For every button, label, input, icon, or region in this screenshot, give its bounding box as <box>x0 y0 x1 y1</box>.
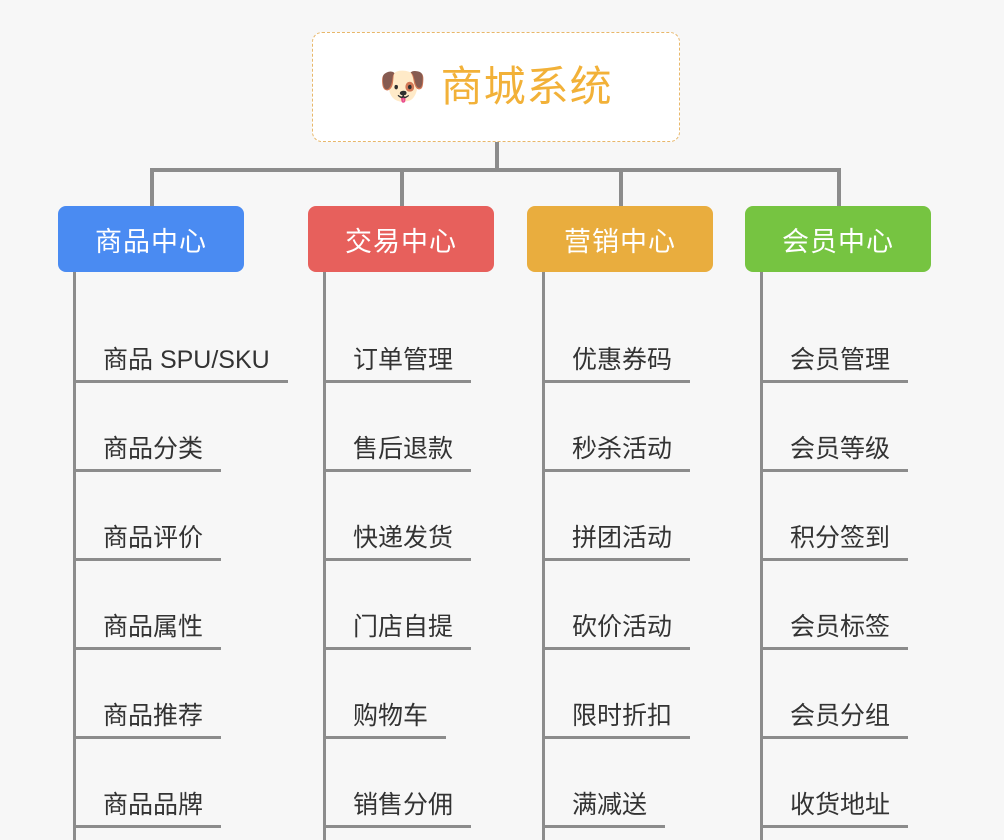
root-node-mall-system[interactable]: 🐶 商城系统 <box>312 32 680 142</box>
list-item-label: 商品品牌 <box>73 791 222 828</box>
item-list-member-center: 会员管理 会员等级 积分签到 会员标签 会员分组 收货地址 <box>745 272 965 840</box>
category-label: 交易中心 <box>345 226 457 257</box>
list-item[interactable]: 秒杀活动 <box>527 383 747 472</box>
list-item[interactable]: 会员等级 <box>745 383 965 472</box>
list-item-label: 积分签到 <box>760 524 909 561</box>
list-item-label: 秒杀活动 <box>542 435 691 472</box>
list-item[interactable]: 商品品牌 <box>58 739 308 828</box>
list-item-label: 商品评价 <box>73 524 222 561</box>
list-item[interactable]: 拼团活动 <box>527 472 747 561</box>
category-header-marketing-center[interactable]: 营销中心 <box>527 206 713 272</box>
list-item-label: 满减送 <box>542 791 666 828</box>
connector-horizontal-bus <box>150 168 840 172</box>
column-spine <box>73 272 76 840</box>
column-member-center: 会员中心 会员管理 会员等级 积分签到 会员标签 会员分组 收货地址 <box>745 206 965 840</box>
list-item[interactable]: 优惠券码 <box>527 294 747 383</box>
column-spine <box>760 272 763 840</box>
item-list-trade-center: 订单管理 售后退款 快递发货 门店自提 购物车 销售分佣 <box>308 272 528 840</box>
category-label: 营销中心 <box>564 226 676 257</box>
list-item-label: 商品 SPU/SKU <box>73 346 288 383</box>
list-item-label: 售后退款 <box>323 435 472 472</box>
list-item[interactable]: 商品推荐 <box>58 650 308 739</box>
column-marketing-center: 营销中心 优惠券码 秒杀活动 拼团活动 砍价活动 限时折扣 满减送 <box>527 206 747 840</box>
list-item-label: 门店自提 <box>323 613 472 650</box>
list-item[interactable]: 会员分组 <box>745 650 965 739</box>
list-item[interactable]: 售后退款 <box>308 383 528 472</box>
list-item[interactable]: 满减送 <box>527 739 747 828</box>
list-item-label: 会员管理 <box>760 346 909 383</box>
connector-drop-marketing-center <box>619 168 623 208</box>
list-item-label: 限时折扣 <box>542 702 691 739</box>
list-item-label: 优惠券码 <box>542 346 691 383</box>
list-item[interactable]: 商品属性 <box>58 561 308 650</box>
dog-face-icon: 🐶 <box>379 66 427 108</box>
connector-drop-product-center <box>150 168 154 208</box>
category-label: 商品中心 <box>95 226 207 257</box>
list-item-label: 会员等级 <box>760 435 909 472</box>
category-header-trade-center[interactable]: 交易中心 <box>308 206 494 272</box>
list-item-label: 快递发货 <box>323 524 472 561</box>
root-node-title: 商城系统 <box>440 63 613 110</box>
list-item[interactable]: 收货地址 <box>745 739 965 828</box>
category-header-product-center[interactable]: 商品中心 <box>58 206 244 272</box>
list-item[interactable]: 商品评价 <box>58 472 308 561</box>
connector-drop-member-center <box>837 168 841 208</box>
connector-drop-trade-center <box>400 168 404 208</box>
item-list-product-center: 商品 SPU/SKU 商品分类 商品评价 商品属性 商品推荐 商品品牌 <box>58 272 308 840</box>
category-header-member-center[interactable]: 会员中心 <box>745 206 931 272</box>
column-spine <box>323 272 326 840</box>
list-item-label: 销售分佣 <box>323 791 472 828</box>
list-item-label: 收货地址 <box>760 791 909 828</box>
list-item-label: 商品分类 <box>73 435 222 472</box>
list-item-label: 砍价活动 <box>542 613 691 650</box>
list-item[interactable]: 购物车 <box>308 650 528 739</box>
column-trade-center: 交易中心 订单管理 售后退款 快递发货 门店自提 购物车 销售分佣 <box>308 206 528 840</box>
list-item[interactable]: 门店自提 <box>308 561 528 650</box>
list-item[interactable]: 限时折扣 <box>527 650 747 739</box>
column-product-center: 商品中心 商品 SPU/SKU 商品分类 商品评价 商品属性 商品推荐 商品品牌 <box>58 206 308 840</box>
list-item[interactable]: 销售分佣 <box>308 739 528 828</box>
list-item-label: 商品推荐 <box>73 702 222 739</box>
list-item[interactable]: 积分签到 <box>745 472 965 561</box>
list-item-label: 拼团活动 <box>542 524 691 561</box>
list-item-label: 商品属性 <box>73 613 222 650</box>
list-item[interactable]: 砍价活动 <box>527 561 747 650</box>
list-item[interactable]: 会员管理 <box>745 294 965 383</box>
list-item[interactable]: 商品分类 <box>58 383 308 472</box>
list-item-label: 订单管理 <box>323 346 472 383</box>
list-item-label: 会员分组 <box>760 702 909 739</box>
category-label: 会员中心 <box>782 226 894 257</box>
list-item[interactable]: 快递发货 <box>308 472 528 561</box>
connector-root-vertical <box>495 142 499 170</box>
list-item[interactable]: 商品 SPU/SKU <box>58 294 308 383</box>
list-item[interactable]: 会员标签 <box>745 561 965 650</box>
list-item-label: 会员标签 <box>760 613 909 650</box>
column-spine <box>542 272 545 840</box>
list-item-label: 购物车 <box>323 702 447 739</box>
list-item[interactable]: 订单管理 <box>308 294 528 383</box>
item-list-marketing-center: 优惠券码 秒杀活动 拼团活动 砍价活动 限时折扣 满减送 <box>527 272 747 840</box>
